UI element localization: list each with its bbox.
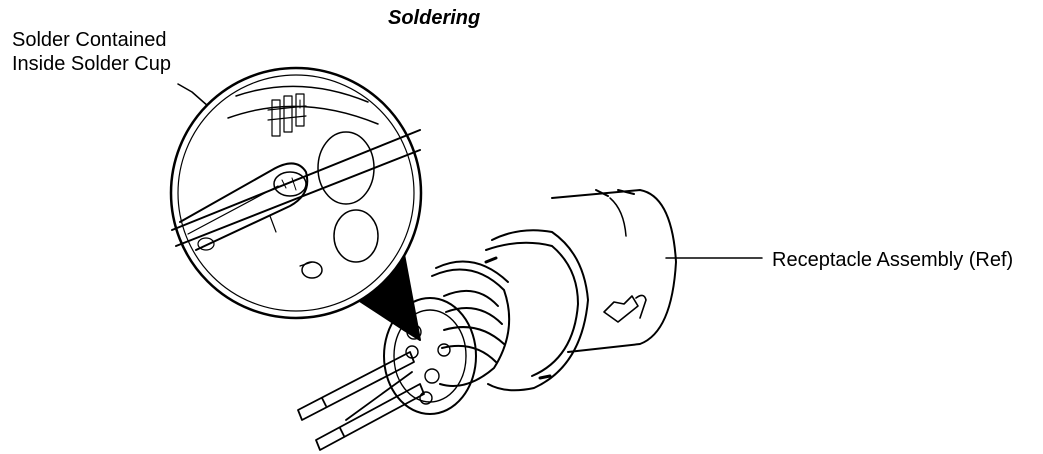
lead-wires	[297, 351, 425, 451]
receptacle-assembly	[383, 189, 677, 415]
solder-cup-callout-line-2: Inside Solder Cup	[12, 53, 171, 75]
solder-cup-callout: Solder Contained Inside Solder Cup	[12, 28, 171, 76]
contact-markings	[267, 93, 307, 137]
solder-cup-callout-line-1: Solder Contained	[12, 29, 167, 51]
magnified-detail	[169, 66, 423, 320]
receptacle-callout: Receptacle Assembly (Ref)	[772, 249, 1014, 271]
figure-title: Soldering	[388, 7, 481, 29]
